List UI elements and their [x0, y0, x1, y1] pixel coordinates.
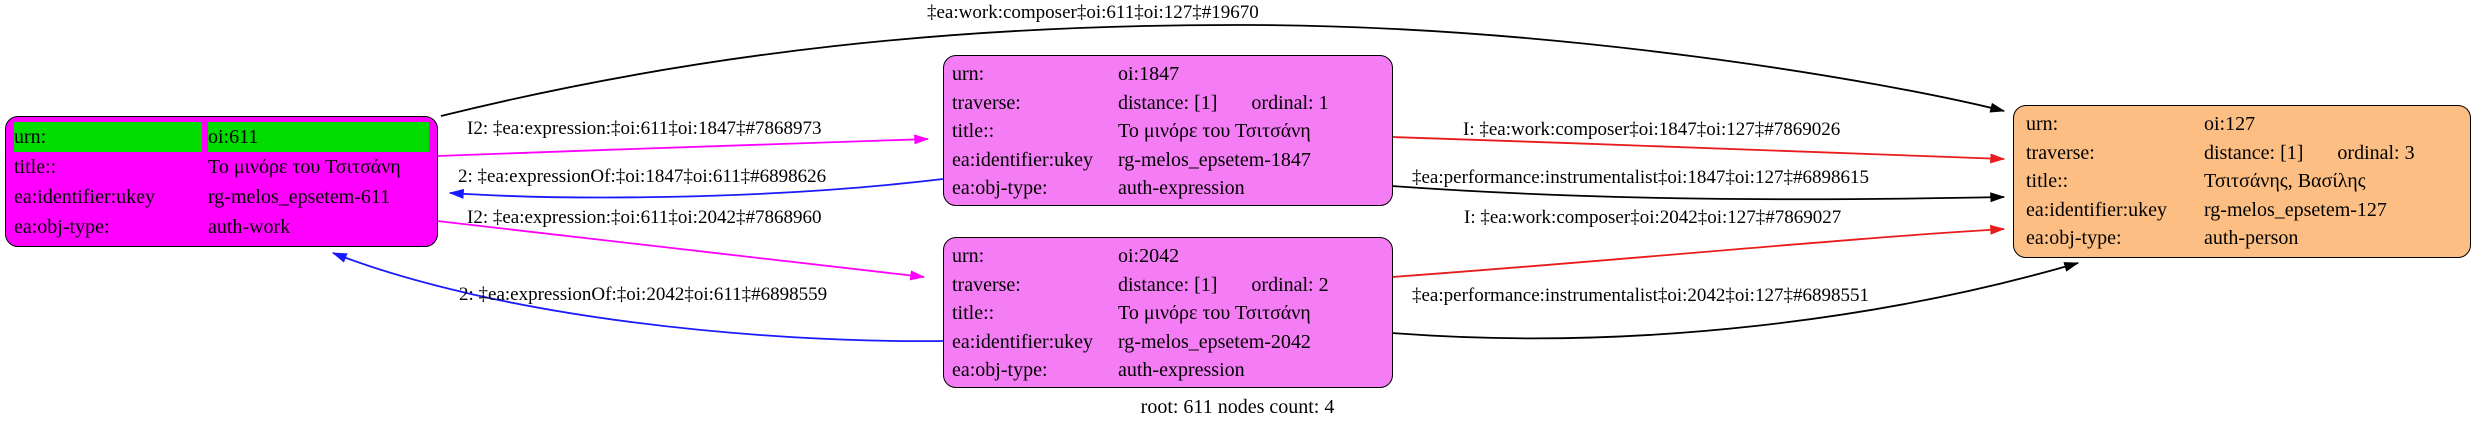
node-person-127: urn: oi:127 traverse: distance: [1] ordin…: [2013, 105, 2471, 258]
row-value: distance: [1] ordinal: 3: [2204, 139, 2458, 168]
row-key: title::: [952, 120, 995, 142]
edge-label-expression-611-2042: I2: ‡ea:expression:‡oi:611‡oi:2042‡#7868…: [467, 207, 822, 228]
node-row-identifier: ea:identifier:ukey rg-melos_epsetem-611: [14, 182, 429, 212]
node-expression-2042: urn: oi:2042 traverse: distance: [1] ordi…: [943, 237, 1393, 388]
row-key: urn:: [2026, 113, 2059, 135]
row-value: distance: [1] ordinal: 2: [1118, 271, 1384, 300]
node-row-identifier: ea:identifier:ukey rg-melos_epsetem-2042: [952, 328, 1384, 357]
node-row-identifier: ea:identifier:ukey rg-melos_epsetem-1847: [952, 146, 1384, 175]
row-value: oi:2042: [1118, 245, 1180, 267]
row-value: auth-work: [208, 216, 291, 238]
graph-root-label: root: 611 nodes count: 4: [1140, 396, 1335, 418]
traverse-distance: distance: [1]: [1118, 91, 1218, 114]
node-row-urn: urn: oi:611: [14, 122, 429, 152]
row-value: Τσιτσάνης, Βασίλης: [2204, 170, 2366, 192]
edge-composer-1847-127: [1391, 136, 2006, 164]
node-work-611: urn: oi:611 title:: Το μινόρε του Τσιτσά…: [5, 116, 438, 247]
node-row-title: title:: Τσιτσάνης, Βασίλης: [2026, 167, 2458, 196]
row-value: Το μινόρε του Τσιτσάνη: [208, 156, 401, 178]
edge-expressionof-1847-611: [448, 178, 944, 199]
row-value: Το μινόρε του Τσιτσάνη: [1118, 120, 1311, 142]
row-key: urn:: [952, 63, 985, 85]
row-key: ea:identifier:ukey: [952, 148, 1094, 171]
row-key: traverse:: [952, 91, 1021, 114]
edge-label-instrumentalist-1847-127: ‡ea:performance:instrumentalist‡oi:1847‡…: [1412, 167, 1869, 188]
row-key: urn:: [14, 122, 202, 152]
node-row-identifier: ea:identifier:ukey rg-melos_epsetem-127: [2026, 196, 2458, 225]
edge-label-instrumentalist-2042-127: ‡ea:performance:instrumentalist‡oi:2042‡…: [1412, 285, 1869, 306]
traverse-ordinal: ordinal: 3: [2337, 141, 2415, 164]
node-row-objtype: ea:obj-type: auth-person: [2026, 224, 2458, 253]
row-key: ea:obj-type:: [14, 216, 110, 238]
edge-label-composer-2042-127: I: ‡ea:work:composer‡oi:2042‡oi:127‡#786…: [1464, 207, 1842, 228]
edge-expression-611-1847: [436, 134, 930, 157]
node-row-objtype: ea:obj-type: auth-expression: [952, 356, 1384, 385]
traverse-ordinal: ordinal: 1: [1251, 91, 1329, 114]
row-value: rg-melos_epsetem-2042: [1118, 330, 1311, 353]
edge-composer-2042-127: [1391, 224, 2006, 278]
edge-label-expression-611-1847: I2: ‡ea:expression:‡oi:611‡oi:1847‡#7868…: [467, 118, 822, 139]
node-row-objtype: ea:obj-type: auth-expression: [952, 174, 1384, 203]
row-key: title::: [952, 302, 995, 324]
row-value: rg-melos_epsetem-611: [208, 186, 391, 208]
edge-expressionof-2042-611: [331, 252, 944, 343]
edge-composer-611-127: [440, 24, 2006, 117]
row-value: auth-person: [2204, 227, 2299, 249]
row-value: rg-melos_epsetem-127: [2204, 198, 2387, 221]
row-value: oi:1847: [1118, 63, 1180, 85]
row-value: auth-expression: [1118, 359, 1245, 381]
row-key: title::: [2026, 170, 2069, 192]
row-key: ea:identifier:ukey: [952, 330, 1094, 353]
edge-instrumentalist-2042-127: [1391, 262, 2080, 340]
node-row-traverse: traverse: distance: [1] ordinal: 1: [952, 89, 1384, 118]
row-key: traverse:: [952, 273, 1021, 296]
traverse-distance: distance: [1]: [1118, 273, 1218, 296]
row-key: ea:obj-type:: [2026, 227, 2122, 249]
row-value: Το μινόρε του Τσιτσάνη: [1118, 302, 1311, 324]
row-key: ea:obj-type:: [952, 177, 1048, 199]
row-value: oi:611: [208, 122, 429, 152]
row-key: traverse:: [2026, 141, 2095, 164]
row-value: auth-expression: [1118, 177, 1245, 199]
node-row-objtype: ea:obj-type: auth-work: [14, 212, 429, 242]
traverse-distance: distance: [1]: [2204, 141, 2304, 164]
traverse-ordinal: ordinal: 2: [1251, 273, 1329, 296]
row-key: ea:identifier:ukey: [2026, 198, 2168, 221]
row-key: ea:obj-type:: [952, 359, 1048, 381]
row-key: title::: [14, 156, 57, 178]
edge-label-composer-611-127: ‡ea:work:composer‡oi:611‡oi:127‡#19670: [927, 2, 1259, 23]
node-row-title: title:: Το μινόρε του Τσιτσάνη: [952, 117, 1384, 146]
row-key: ea:identifier:ukey: [14, 186, 156, 208]
node-row-traverse: traverse: distance: [1] ordinal: 2: [952, 271, 1384, 300]
edge-label-expressionof-1847-611: 2: ‡ea:expressionOf:‡oi:1847‡oi:611‡#689…: [458, 166, 827, 187]
node-row-urn: urn: oi:2042: [952, 242, 1384, 271]
edge-expression-611-2042: [436, 220, 926, 281]
edge-label-composer-1847-127: I: ‡ea:work:composer‡oi:1847‡oi:127‡#786…: [1463, 119, 1841, 140]
node-row-title: title:: Το μινόρε του Τσιτσάνη: [14, 152, 429, 182]
row-value: oi:127: [2204, 113, 2256, 135]
node-row-urn: urn: oi:127: [2026, 110, 2458, 139]
node-row-title: title:: Το μινόρε του Τσιτσάνη: [952, 299, 1384, 328]
row-value: distance: [1] ordinal: 1: [1118, 89, 1384, 118]
edge-label-expressionof-2042-611: 2: ‡ea:expressionOf:‡oi:2042‡oi:611‡#689…: [459, 284, 828, 305]
node-expression-1847: urn: oi:1847 traverse: distance: [1] ordi…: [943, 55, 1393, 206]
edge-instrumentalist-1847-127: [1391, 185, 2006, 203]
row-value: rg-melos_epsetem-1847: [1118, 148, 1311, 171]
node-row-traverse: traverse: distance: [1] ordinal: 3: [2026, 139, 2458, 168]
row-key: urn:: [952, 245, 985, 267]
node-row-urn: urn: oi:1847: [952, 60, 1384, 89]
